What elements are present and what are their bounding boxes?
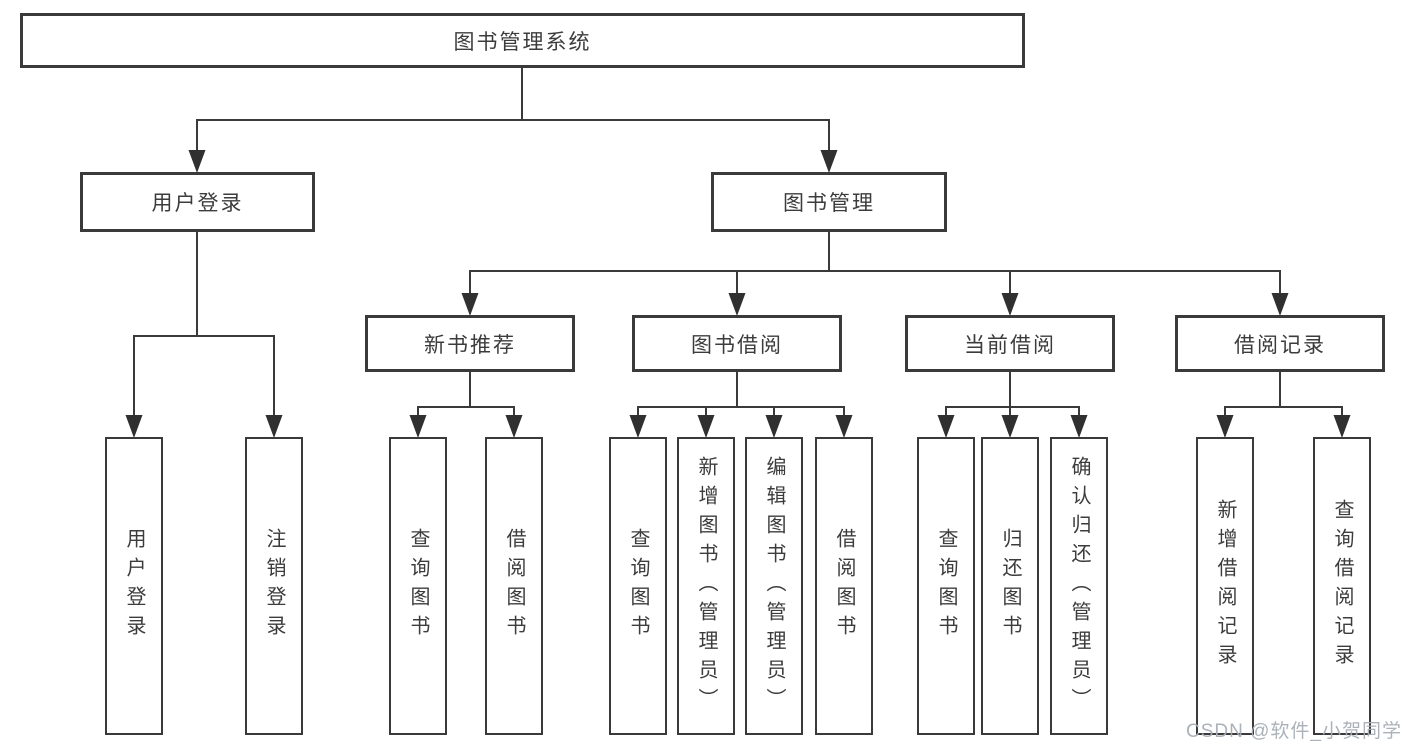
arrowhead-icon — [1070, 415, 1088, 438]
connector-current-borrow-to-leaves — [937, 372, 1088, 438]
arrowhead-icon — [1271, 293, 1289, 316]
node-book-borrow: 图书借阅 — [632, 315, 842, 372]
arrowhead-icon — [125, 415, 143, 438]
arrowhead-icon — [188, 150, 206, 173]
connector-user-login-to-leaves — [125, 232, 283, 438]
arrowhead-icon — [820, 150, 838, 173]
arrowhead-icon — [1001, 415, 1019, 438]
leaf-add-books-admin: 新增图书（管理员） — [677, 437, 735, 735]
connector-new-book-recommend-to-leaves — [409, 372, 523, 438]
connector-borrow-records-to-leaves — [1216, 372, 1351, 438]
arrowhead-icon — [505, 415, 523, 438]
connector-root-to-level2 — [188, 68, 838, 173]
arrowhead-icon — [765, 415, 783, 438]
arrowhead-icon — [409, 415, 427, 438]
arrowhead-icon — [937, 415, 955, 438]
leaf-edit-books-admin: 编辑图书（管理员） — [745, 437, 803, 735]
node-book-management: 图书管理 — [711, 172, 947, 232]
leaf-user-login: 用户登录 — [105, 437, 163, 735]
leaf-current-query-books: 查询图书 — [917, 437, 975, 735]
node-borrow-records: 借阅记录 — [1175, 315, 1385, 372]
arrowhead-icon — [1216, 415, 1234, 438]
arrowhead-icon — [629, 415, 647, 438]
leaf-borrow-books: 借阅图书 — [815, 437, 873, 735]
node-current-borrow: 当前借阅 — [905, 315, 1115, 372]
arrowhead-icon — [835, 415, 853, 438]
leaf-confirm-return-admin: 确认归还（管理员） — [1050, 437, 1108, 735]
leaf-borrow-query-books: 查询图书 — [609, 437, 667, 735]
connector-book-management-to-level3 — [461, 232, 1289, 316]
node-root-library-system: 图书管理系统 — [20, 13, 1025, 68]
arrowhead-icon — [697, 415, 715, 438]
arrowhead-icon — [1333, 415, 1351, 438]
node-new-book-recommend: 新书推荐 — [365, 315, 575, 372]
leaf-return-books: 归还图书 — [981, 437, 1039, 735]
leaf-recommend-query-books: 查询图书 — [389, 437, 447, 735]
leaf-logout: 注销登录 — [245, 437, 303, 735]
leaf-query-borrow-record: 查询借阅记录 — [1313, 437, 1371, 735]
arrowhead-icon — [1001, 293, 1019, 316]
connector-book-borrow-to-leaves — [629, 372, 853, 438]
arrowhead-icon — [265, 415, 283, 438]
arrowhead-icon — [728, 293, 746, 316]
leaf-add-borrow-record: 新增借阅记录 — [1196, 437, 1254, 735]
arrowhead-icon — [461, 293, 479, 316]
leaf-recommend-borrow-books: 借阅图书 — [485, 437, 543, 735]
node-user-login: 用户登录 — [80, 172, 315, 232]
